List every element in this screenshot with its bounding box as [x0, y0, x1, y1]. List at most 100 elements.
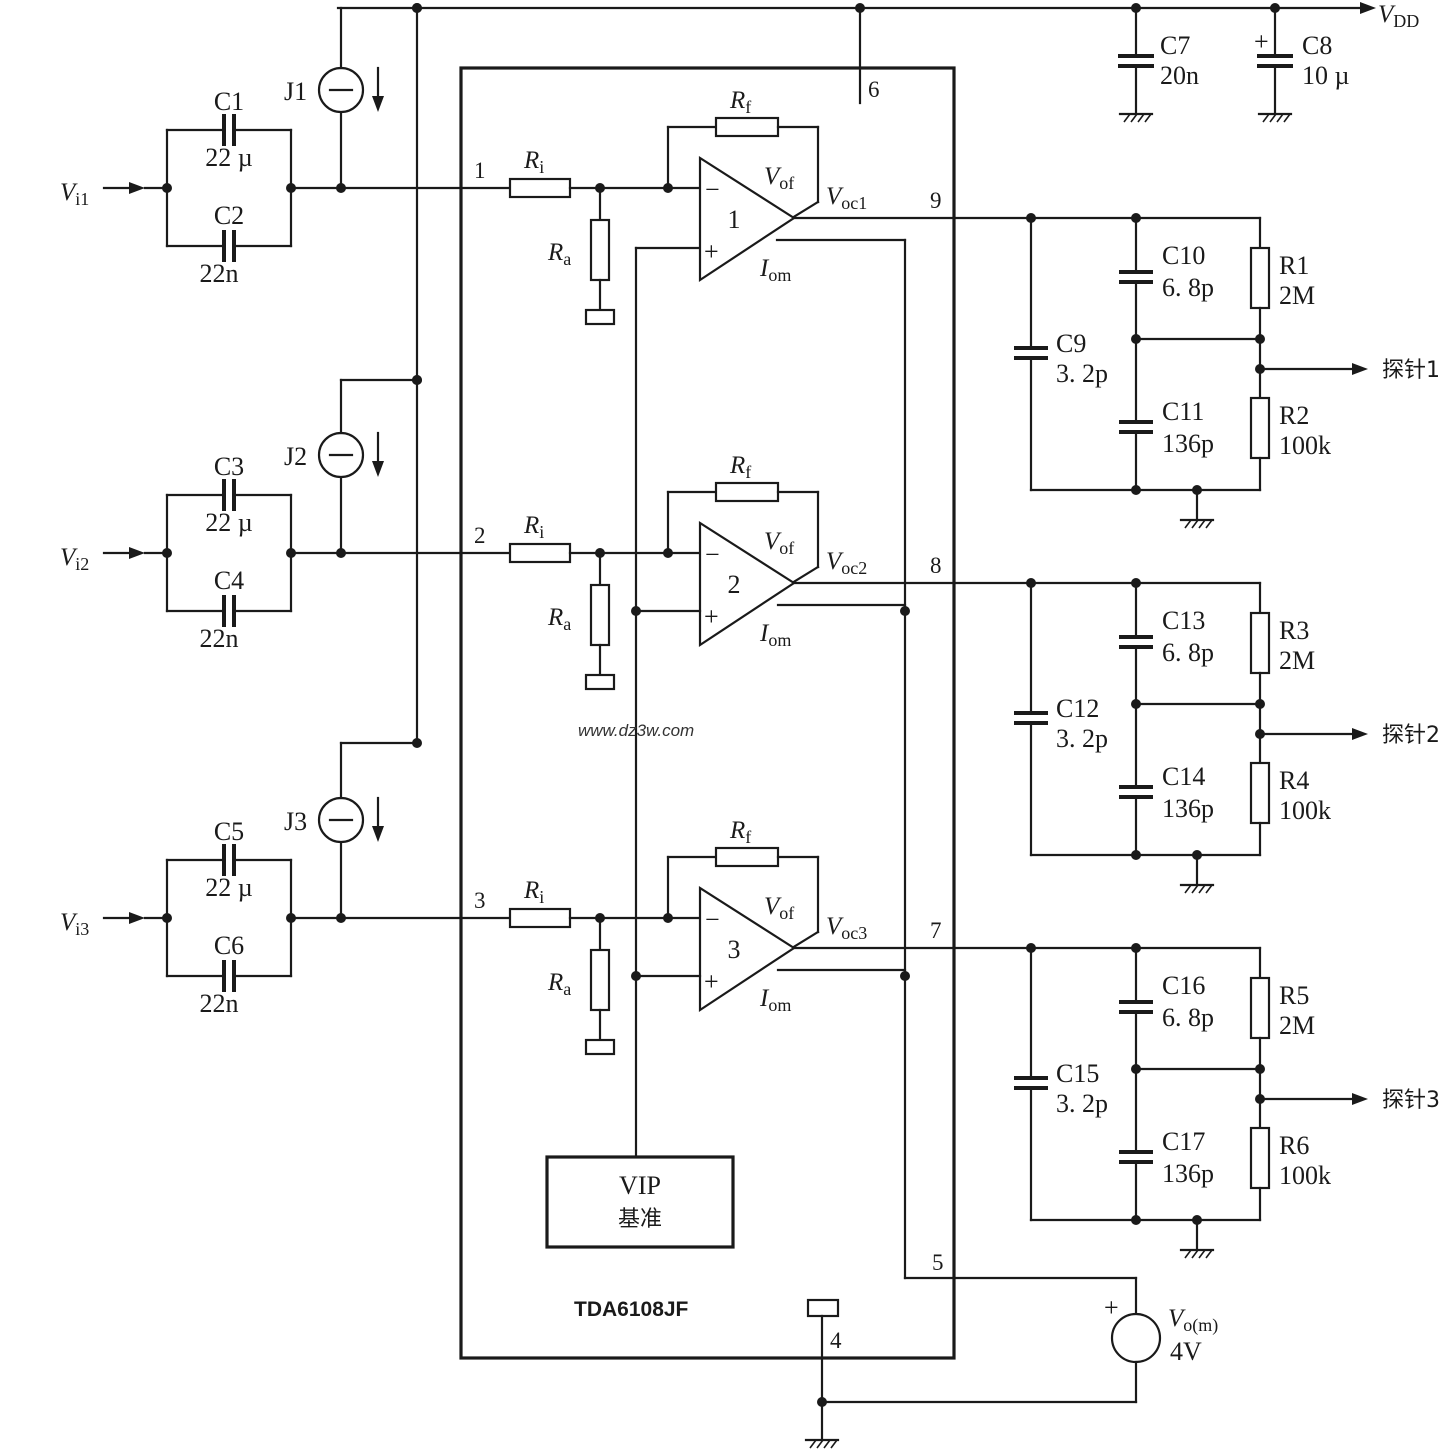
- input-label-2: Vi2: [60, 544, 89, 574]
- probe-label-2: 探针2: [1382, 723, 1440, 748]
- cap-value: 6. 8p: [1162, 638, 1214, 667]
- ri-label: Ri: [523, 877, 544, 907]
- pin-label-3: 3: [474, 888, 486, 913]
- cap-ref: C6: [214, 931, 244, 960]
- c7-capacitor: [1118, 6, 1154, 123]
- probe-arrow: [1352, 363, 1368, 375]
- cap-ref: C9: [1056, 329, 1086, 358]
- divider-cap-C13: [1119, 635, 1153, 649]
- input-resistor: [508, 907, 572, 929]
- probe-label-3: 探针3: [1382, 1088, 1440, 1113]
- current-arrow: [372, 826, 384, 842]
- res-ref: R6: [1279, 1131, 1309, 1160]
- res-value: 2M: [1279, 281, 1315, 310]
- pin-label-9: 9: [930, 188, 942, 213]
- probe-cap-C12: [1014, 711, 1048, 725]
- cap-value: 22n: [200, 624, 239, 653]
- vip-label: VIP: [619, 1171, 661, 1200]
- vom-source: [1110, 1312, 1162, 1364]
- ground-pad: [584, 673, 616, 691]
- shunt-resistor: [589, 583, 611, 647]
- amp-number: 1: [728, 205, 741, 234]
- input-resistor: [508, 542, 572, 564]
- cap-value: 3. 2p: [1056, 724, 1108, 753]
- c8-polarity: +: [1254, 27, 1269, 56]
- vof-label: Vof: [764, 163, 794, 193]
- vom-value: 4V: [1170, 1337, 1202, 1366]
- res-ref: R4: [1279, 766, 1309, 795]
- c8-value: 10 µ: [1302, 61, 1350, 90]
- feedback-resistor: [714, 846, 780, 868]
- coupling-cap-C6: [222, 960, 236, 992]
- pin-label-2: 2: [474, 523, 486, 548]
- junction: [900, 971, 910, 981]
- res-value: 100k: [1279, 1161, 1331, 1190]
- junction: [631, 606, 641, 616]
- amp-number: 2: [728, 570, 741, 599]
- cap-ref: C5: [214, 817, 244, 846]
- res-ref: R3: [1279, 616, 1309, 645]
- pin-6-label: 6: [868, 77, 880, 102]
- ground-symbol: [804, 1438, 840, 1449]
- divider-cap-C14: [1119, 785, 1153, 799]
- res-value: 2M: [1279, 646, 1315, 675]
- jfet-ref: J2: [284, 442, 307, 471]
- res-value: 100k: [1279, 431, 1331, 460]
- coupling-cap-C2: [222, 230, 236, 262]
- ground-pad: [584, 1038, 616, 1056]
- cap-ref: C16: [1162, 971, 1205, 1000]
- coupling-cap-C1: [222, 114, 236, 146]
- ground-symbol: [1179, 1248, 1215, 1259]
- watermark: www.dz3w.com: [578, 721, 694, 740]
- ra-label: Ra: [547, 604, 571, 634]
- opamp-2: [698, 520, 797, 648]
- rf-label: Rf: [729, 452, 751, 482]
- cap-value: 22 µ: [205, 143, 253, 172]
- input-arrow: [129, 182, 145, 194]
- cap-value: 136p: [1162, 429, 1214, 458]
- vof-label: Vof: [764, 528, 794, 558]
- voc-label: Voc3: [826, 913, 867, 943]
- junction: [817, 1397, 827, 1407]
- pin-label-8: 8: [930, 553, 942, 578]
- probe-cap-C15: [1014, 1076, 1048, 1090]
- c8-ref: C8: [1302, 31, 1332, 60]
- cap-ref: C2: [214, 201, 244, 230]
- voc-label: Voc1: [826, 183, 867, 213]
- pin-4-label: 4: [830, 1328, 842, 1353]
- divider-cap-C11: [1119, 420, 1153, 434]
- res-ref: R1: [1279, 251, 1309, 280]
- cap-value: 22 µ: [205, 508, 253, 537]
- ground-hatch: [1184, 519, 1213, 529]
- opamp-1: [698, 155, 797, 283]
- c7-value: 20n: [1160, 61, 1199, 90]
- vom-polarity: +: [1104, 1293, 1119, 1322]
- cap-value: 3. 2p: [1056, 359, 1108, 388]
- coupling-cap-C3: [222, 479, 236, 511]
- probe-arrow: [1352, 728, 1368, 740]
- cap-ref: C4: [214, 566, 244, 595]
- iom-label: Iom: [759, 985, 791, 1015]
- c7-ref: C7: [1160, 31, 1190, 60]
- pin-label-7: 7: [930, 918, 942, 943]
- res-ref: R2: [1279, 401, 1309, 430]
- junction: [412, 738, 422, 748]
- minus-sign: −: [705, 905, 720, 934]
- pin-label-1: 1: [474, 158, 486, 183]
- ra-label: Ra: [547, 969, 571, 999]
- jfet-ref: J3: [284, 807, 307, 836]
- amp-number: 3: [728, 935, 741, 964]
- coupling-cap-C4: [222, 595, 236, 627]
- minus-sign: −: [705, 175, 720, 204]
- input-arrow: [129, 547, 145, 559]
- cap-value: 22 µ: [205, 873, 253, 902]
- divider-cap-C16: [1119, 1000, 1153, 1014]
- plus-sign: +: [704, 602, 719, 631]
- input-resistor: [508, 177, 572, 199]
- pin-5-label: 5: [932, 1250, 944, 1275]
- probe-cap-C9: [1014, 346, 1048, 360]
- ground-pad: [584, 308, 616, 326]
- junction: [412, 375, 422, 385]
